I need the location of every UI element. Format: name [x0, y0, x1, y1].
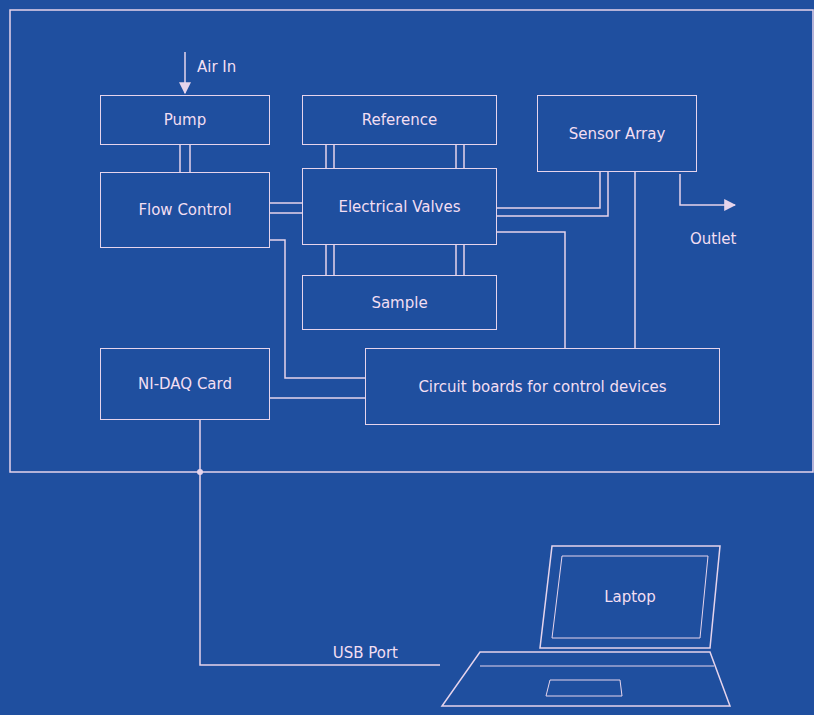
process-box: NI-DAQ Card — [100, 348, 270, 420]
node-label: Sensor Array — [563, 125, 672, 143]
connector-line — [326, 245, 334, 275]
node-label: Pump — [158, 111, 212, 129]
annotation-label: Air In — [195, 58, 238, 76]
process-box: Sensor Array — [537, 95, 697, 172]
connector-line — [497, 172, 608, 216]
connector-line — [456, 145, 464, 168]
edge-label: USB Port — [331, 644, 400, 662]
connector-line — [634, 172, 636, 348]
process-box: Flow Control — [100, 172, 270, 248]
process-box: Reference — [302, 95, 497, 145]
connector-line — [270, 240, 365, 378]
process-box: Electrical Valves — [302, 168, 497, 245]
node-label: Sample — [365, 294, 433, 312]
connector-line — [326, 145, 334, 168]
laptop-icon: Laptop — [440, 540, 732, 710]
annotation-label: Outlet — [688, 230, 738, 248]
node-label: Reference — [356, 111, 444, 129]
node-label: Flow Control — [132, 201, 237, 219]
node-label: Laptop — [598, 588, 662, 606]
connector-line — [270, 397, 365, 399]
connector-line — [180, 145, 190, 172]
connector-line — [270, 203, 302, 213]
air-in-arrow — [184, 52, 186, 93]
system-enclosure — [10, 10, 813, 472]
node-label: Circuit boards for control devices — [412, 378, 672, 396]
process-box: Circuit boards for control devices — [365, 348, 720, 425]
node-label: NI-DAQ Card — [132, 375, 238, 393]
outlet-arrow — [680, 174, 735, 205]
connector-line — [497, 232, 565, 348]
node-label: Electrical Valves — [332, 198, 466, 216]
process-box: Pump — [100, 95, 270, 145]
connector-line — [200, 420, 440, 665]
connector-line — [456, 245, 464, 275]
process-box: Sample — [302, 275, 497, 330]
laptop-outline — [440, 540, 732, 710]
